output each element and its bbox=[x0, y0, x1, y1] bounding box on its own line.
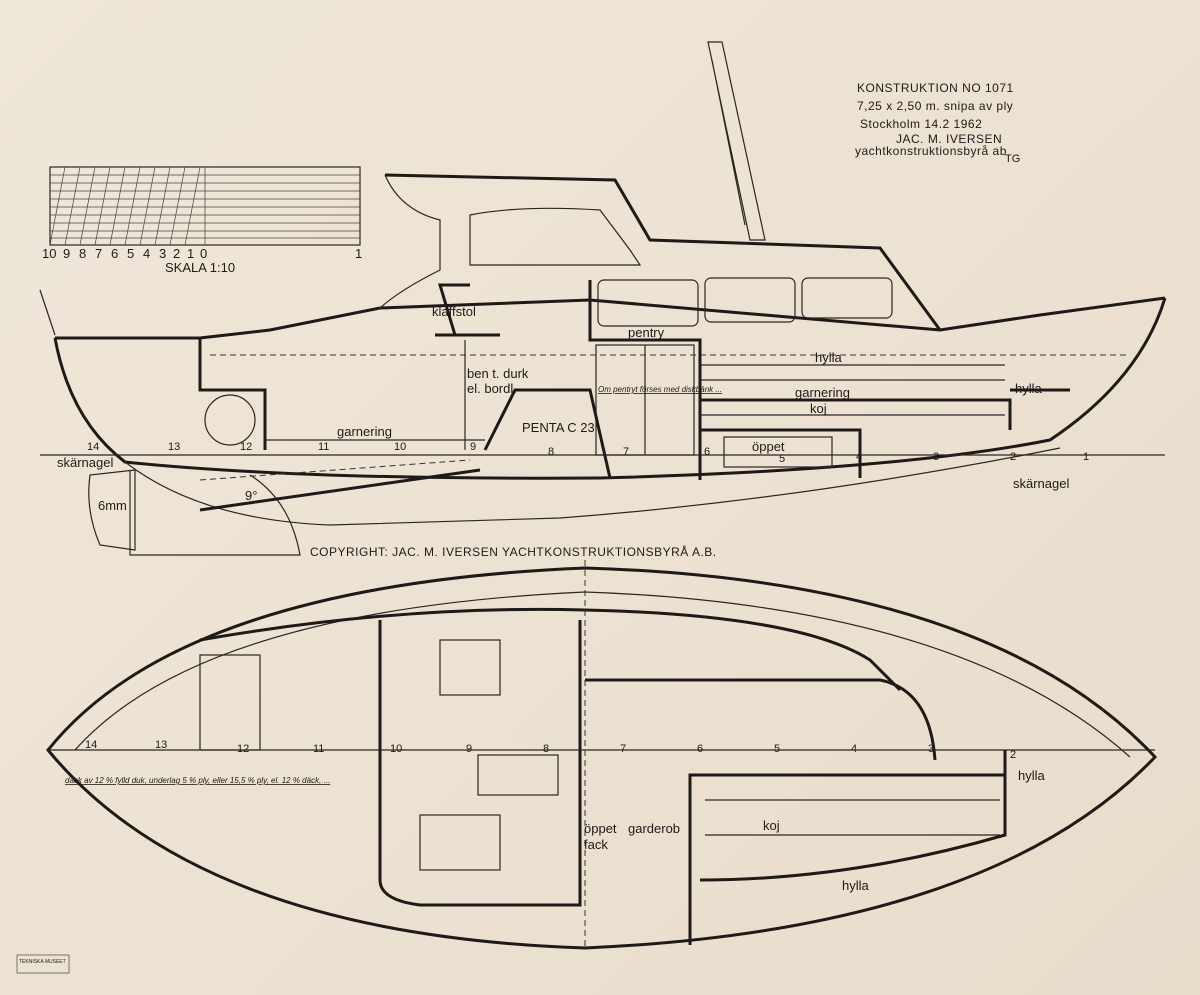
plan-view bbox=[46, 560, 1158, 950]
deck-note: däck av 12 % fylld duk, underlag 5 % ply… bbox=[65, 776, 330, 785]
label-oppet: öppet bbox=[584, 821, 617, 836]
label-hylla: hylla bbox=[842, 878, 870, 893]
svg-text:12: 12 bbox=[237, 743, 249, 755]
label-skarnagel: skärnagel bbox=[57, 455, 113, 470]
label-koj: koj bbox=[810, 401, 827, 416]
svg-text:13: 13 bbox=[155, 739, 167, 751]
svg-text:1: 1 bbox=[1083, 451, 1089, 463]
scale-num: 7 bbox=[95, 246, 102, 261]
scale-num: 8 bbox=[79, 246, 86, 261]
scale-num: 10 bbox=[42, 246, 56, 261]
svg-text:4: 4 bbox=[851, 743, 857, 755]
label-fack: fack bbox=[584, 837, 608, 852]
svg-text:4: 4 bbox=[856, 451, 862, 463]
svg-text:10: 10 bbox=[394, 441, 406, 453]
svg-text:3: 3 bbox=[928, 743, 934, 755]
svg-text:6: 6 bbox=[697, 743, 703, 755]
title-line: JAC. M. IVERSEN bbox=[896, 132, 1002, 146]
svg-text:5: 5 bbox=[779, 453, 785, 465]
svg-text:14: 14 bbox=[85, 739, 97, 751]
label-oppet: öppet bbox=[752, 439, 785, 454]
svg-text:13: 13 bbox=[168, 441, 180, 453]
svg-text:8: 8 bbox=[543, 743, 549, 755]
title-line: 7,25 x 2,50 m. snipa av ply bbox=[857, 99, 1013, 113]
profile-stations: 14 13 12 11 10 9 8 7 6 5 4 3 2 1 bbox=[87, 441, 1089, 465]
scale-num: 4 bbox=[143, 246, 150, 261]
plan-stations: 14 13 12 11 10 9 8 7 6 5 4 3 2 bbox=[85, 739, 1016, 761]
label-angle: 9° bbox=[245, 488, 257, 503]
svg-text:9: 9 bbox=[466, 743, 472, 755]
svg-text:8: 8 bbox=[548, 446, 554, 458]
label-pentry: pentry bbox=[628, 325, 665, 340]
title-line: KONSTRUKTION NO 1071 bbox=[857, 81, 1014, 95]
scale-num: 3 bbox=[159, 246, 166, 261]
profile-view bbox=[39, 41, 1167, 556]
label-ben: ben t. durk bbox=[467, 366, 529, 381]
label-garnering: garnering bbox=[795, 385, 850, 400]
title-line: Stockholm 14.2 1962 bbox=[860, 117, 982, 131]
label-klaffstol: klaffstol bbox=[432, 304, 476, 319]
svg-text:9: 9 bbox=[470, 441, 476, 453]
svg-text:7: 7 bbox=[620, 743, 626, 755]
label-ben: el. bordl. bbox=[467, 381, 517, 396]
museum-stamp: TEKNISKA MUSEET bbox=[16, 954, 70, 974]
svg-text:10: 10 bbox=[390, 743, 402, 755]
label-engine: PENTA C 23 bbox=[522, 420, 595, 435]
svg-text:2: 2 bbox=[1010, 749, 1016, 761]
svg-text:2: 2 bbox=[1010, 451, 1016, 463]
scale-num: 1 bbox=[187, 246, 194, 261]
scale-num: 0 bbox=[200, 246, 207, 261]
label-hylla: hylla bbox=[1018, 768, 1046, 783]
scale-num: 9 bbox=[63, 246, 70, 261]
initials: TG bbox=[1005, 153, 1020, 165]
svg-text:3: 3 bbox=[933, 451, 939, 463]
scale-bar bbox=[49, 166, 361, 246]
label-skarnagel: skärnagel bbox=[1013, 476, 1069, 491]
scale-label: SKALA 1:10 bbox=[165, 260, 235, 275]
svg-text:6: 6 bbox=[704, 446, 710, 458]
label-hylla: hylla bbox=[1015, 381, 1043, 396]
pentry-note: Om pentryt förses med diskbänk ... bbox=[598, 385, 722, 394]
svg-text:7: 7 bbox=[623, 446, 629, 458]
svg-text:14: 14 bbox=[87, 441, 99, 453]
scale-num: 5 bbox=[127, 246, 134, 261]
svg-text:5: 5 bbox=[774, 743, 780, 755]
svg-text:11: 11 bbox=[313, 743, 324, 755]
label-garderob: garderob bbox=[628, 821, 680, 836]
label-rudder: 6mm bbox=[98, 498, 127, 513]
svg-text:TEKNISKA MUSEET: TEKNISKA MUSEET bbox=[19, 959, 66, 965]
svg-text:11: 11 bbox=[318, 441, 329, 453]
scale-num: 2 bbox=[173, 246, 180, 261]
copyright: COPYRIGHT: JAC. M. IVERSEN YACHTKONSTRUK… bbox=[310, 544, 717, 559]
label-hylla: hylla bbox=[815, 350, 843, 365]
svg-text:12: 12 bbox=[240, 441, 252, 453]
label-garnering: garnering bbox=[337, 424, 392, 439]
scale-num: 1 bbox=[355, 246, 362, 261]
label-koj: koj bbox=[763, 818, 780, 833]
scale-num: 6 bbox=[111, 246, 118, 261]
title-line: yachtkonstruktionsbyrå ab bbox=[855, 144, 1007, 158]
